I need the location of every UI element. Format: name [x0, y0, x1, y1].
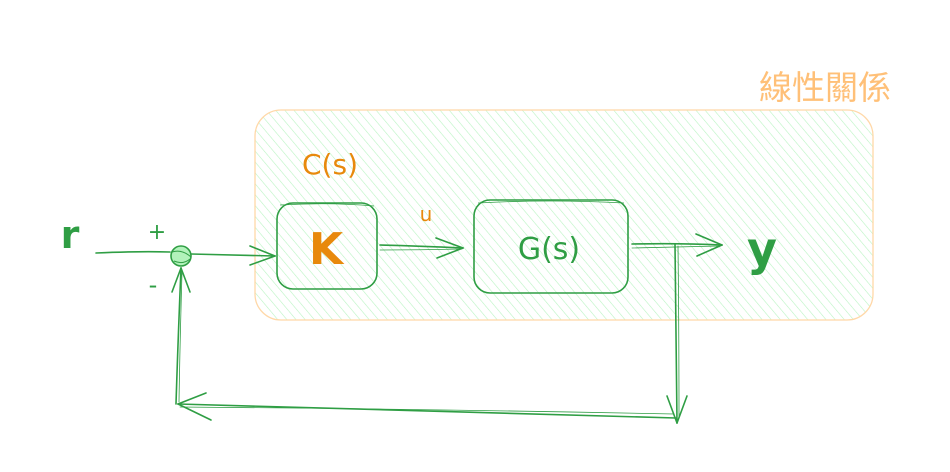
plus-sign: + — [148, 220, 166, 245]
feedback-path — [171, 243, 688, 424]
arrow-sum-to-k — [190, 245, 276, 266]
gain-label: K — [309, 224, 345, 275]
controller-label: C(s) — [302, 148, 358, 181]
arrow-plant-to-output — [631, 233, 723, 257]
output-label: y — [747, 222, 777, 276]
plant-label: G(s) — [518, 232, 580, 267]
input-label: r — [61, 213, 80, 257]
linear-region — [254, 109, 874, 321]
arrow-k-to-plant — [379, 237, 464, 259]
plant-block — [473, 199, 629, 294]
control-signal-label: u — [420, 202, 433, 226]
gain-block — [276, 202, 378, 290]
minus-sign: - — [149, 271, 158, 299]
summing-junction — [170, 245, 192, 267]
region-label: 線性關係 — [759, 68, 891, 107]
input-line — [95, 250, 171, 254]
